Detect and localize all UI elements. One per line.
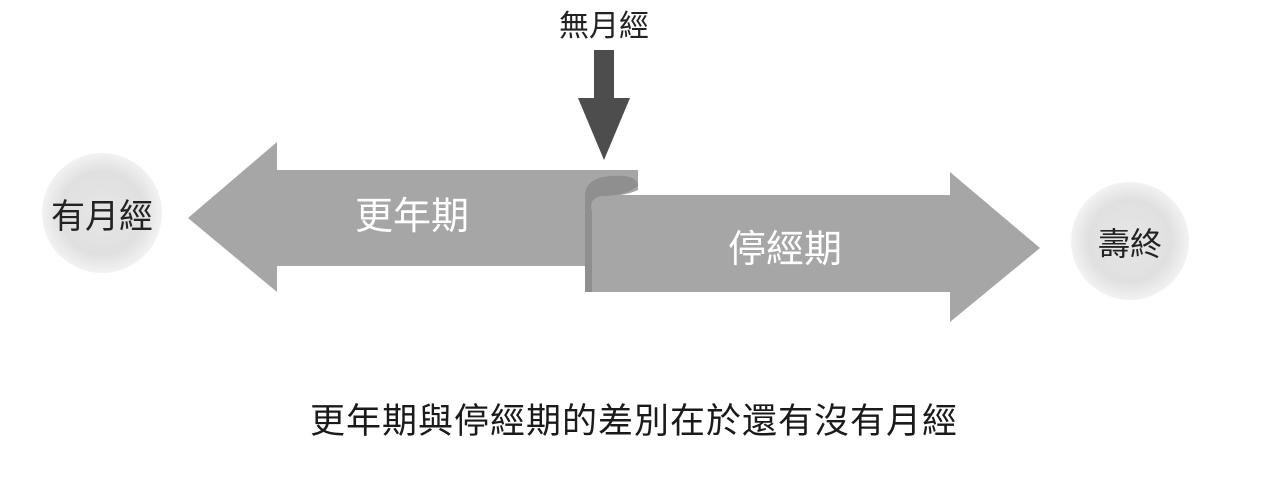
- down-arrow-icon: [578, 50, 630, 160]
- left-node-label: 有月經: [51, 197, 153, 237]
- right-node-label: 壽終: [1098, 225, 1162, 263]
- right-node-circle: [1071, 182, 1189, 300]
- diagram-caption: 更年期與停經期的差別在於還有沒有月經: [309, 402, 958, 442]
- right-arrow-shape: [592, 172, 1040, 322]
- arrow-fold: [585, 175, 638, 292]
- left-node-circle: [42, 153, 162, 273]
- top-marker-label: 無月經: [559, 9, 649, 44]
- left-arrow-label: 更年期: [355, 194, 469, 238]
- right-arrow-label: 停經期: [728, 227, 842, 271]
- left-arrow-shape: [188, 142, 638, 292]
- menopause-timeline-diagram: 有月經 壽終 停經期 更年期 無月經: [42, 9, 1189, 322]
